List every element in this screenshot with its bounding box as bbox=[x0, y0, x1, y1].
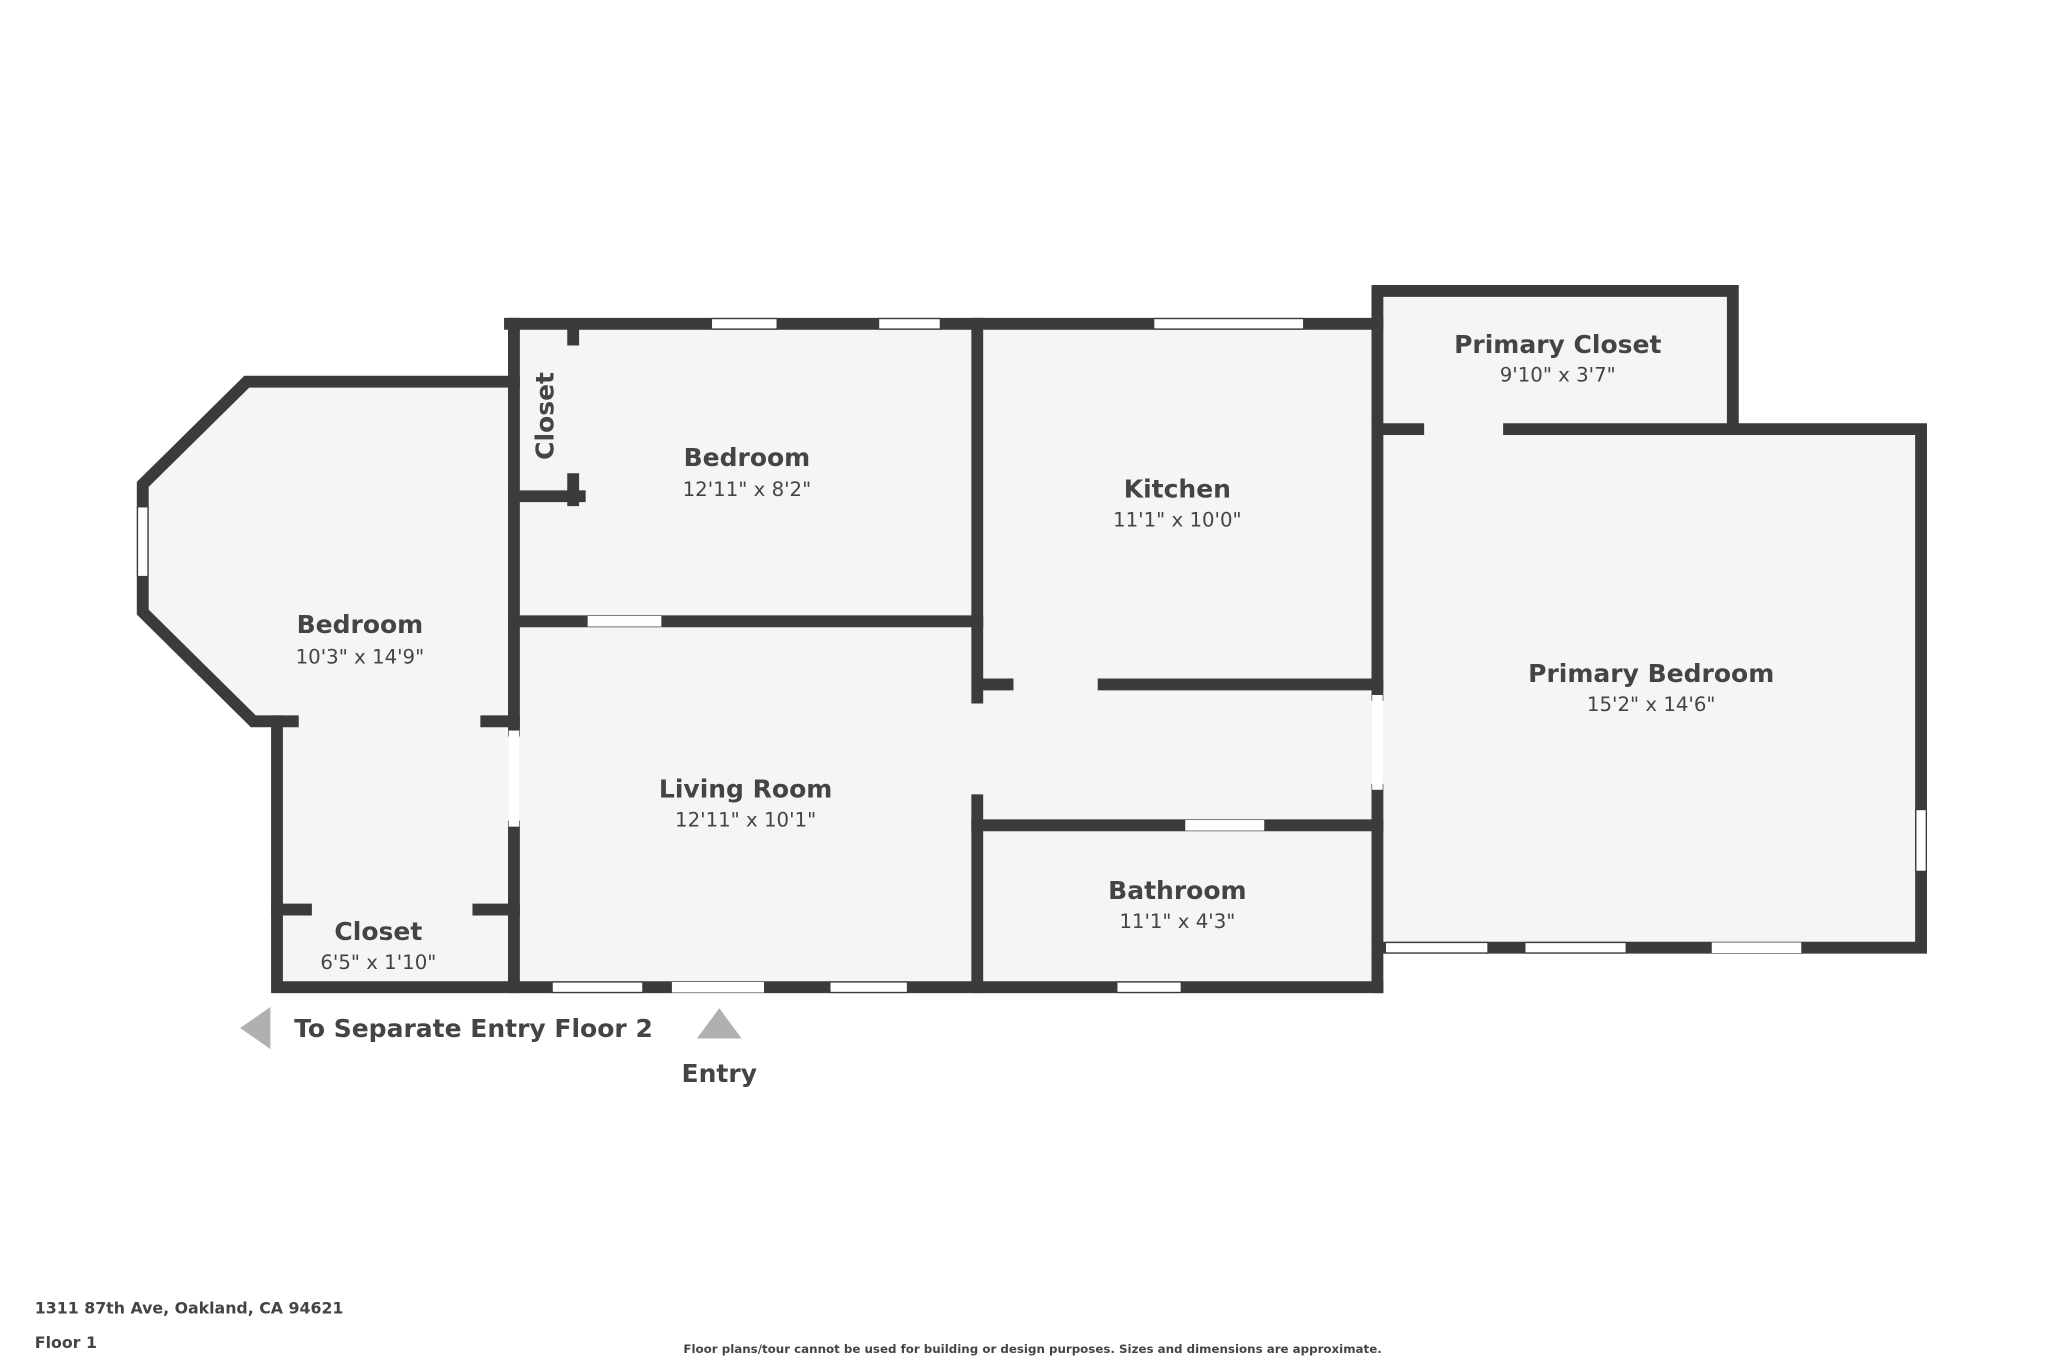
room-dims-bedroom-2: 12'11" x 8'2" bbox=[683, 478, 812, 501]
floor-label: Floor 1 bbox=[35, 1333, 97, 1352]
room-label-primary-closet: Primary Closet bbox=[1454, 330, 1661, 359]
door-openings bbox=[508, 616, 1802, 993]
room-dims-primary-bedroom: 15'2" x 14'6" bbox=[1587, 693, 1716, 716]
room-label-living-room: Living Room bbox=[659, 775, 832, 804]
room-label-closet-bedroom: Closet bbox=[530, 372, 559, 460]
entry-label: Entry bbox=[682, 1059, 757, 1088]
room-label-closet: Closet bbox=[334, 917, 422, 946]
room-dims-bedroom-1: 10'3" x 14'9" bbox=[296, 645, 425, 668]
room-dims-kitchen: 11'1" x 10'0" bbox=[1113, 509, 1242, 532]
room-label-bathroom: Bathroom bbox=[1108, 876, 1246, 905]
disclaimer: Floor plans/tour cannot be used for buil… bbox=[683, 1342, 1381, 1356]
room-dims-closet: 6'5" x 1'10" bbox=[320, 951, 436, 974]
arrow-up-icon bbox=[696, 1008, 742, 1039]
room-dims-living-room: 12'11" x 10'1" bbox=[675, 809, 816, 832]
separate-entry-label: To Separate Entry Floor 2 bbox=[294, 1014, 653, 1043]
arrow-left-icon bbox=[240, 1006, 271, 1050]
address: 1311 87th Ave, Oakland, CA 94621 bbox=[35, 1299, 344, 1318]
room-label-bedroom-2: Bedroom bbox=[684, 443, 811, 472]
room-dims-bathroom: 11'1" x 4'3" bbox=[1119, 910, 1235, 933]
room-dims-primary-closet: 9'10" x 3'7" bbox=[1500, 364, 1616, 387]
windows bbox=[136, 317, 1927, 994]
room-floors bbox=[142, 290, 1922, 988]
room-label-primary-bedroom: Primary Bedroom bbox=[1528, 659, 1774, 688]
room-label-kitchen: Kitchen bbox=[1124, 475, 1231, 504]
room-label-bedroom-1: Bedroom bbox=[297, 610, 424, 639]
